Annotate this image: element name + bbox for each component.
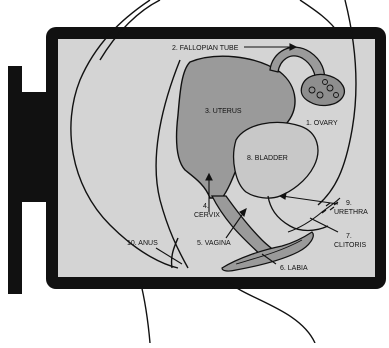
label-cervix-number: 4.	[203, 203, 209, 210]
label-uterus: 3. UTERUS	[205, 108, 242, 115]
label-bladder: 8. BLADDER	[247, 155, 288, 162]
label-vagina: 5. VAGINA	[197, 240, 231, 247]
label-labia: 6. LABIA	[280, 265, 308, 272]
label-urethra-number: 9.	[346, 200, 352, 207]
label-fallopian-tube: 2. FALLOPIAN TUBE	[172, 45, 239, 52]
label-cervix: CERVIX	[194, 212, 220, 219]
label-anus: 10. ANUS	[127, 240, 158, 247]
label-urethra: URETHRA	[334, 209, 368, 216]
label-clitoris-number: 7.	[346, 233, 352, 240]
side-bracket	[8, 66, 48, 294]
label-ovary: 1. OVARY	[306, 120, 338, 127]
label-clitoris: CLITORIS	[334, 242, 366, 249]
